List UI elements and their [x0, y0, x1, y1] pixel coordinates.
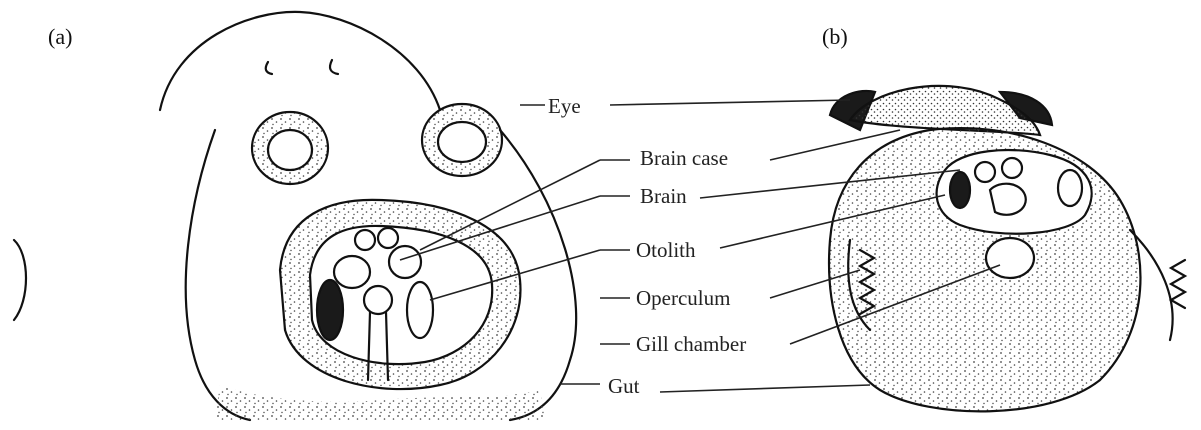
- panel-label-a: (a): [48, 24, 72, 50]
- body-left-side: [186, 130, 250, 420]
- otolith-b-left: [950, 172, 970, 208]
- operculum-teeth-right: [1171, 260, 1185, 308]
- label-operculum: Operculum: [636, 288, 730, 309]
- label-eye: Eye: [548, 96, 581, 117]
- panel-a-drawing: [14, 12, 576, 420]
- label-brain-case: Brain case: [640, 148, 728, 169]
- label-otolith: Otolith: [636, 240, 696, 261]
- label-brain: Brain: [640, 186, 687, 207]
- otolith-left: [317, 280, 343, 340]
- gut-region: [215, 385, 545, 420]
- label-gut: Gut: [608, 376, 640, 397]
- panel-label-b: (b): [822, 24, 848, 50]
- head-outline: [160, 12, 440, 110]
- label-gill-chamber: Gill chamber: [636, 334, 746, 355]
- top-eye-left-mark: [266, 62, 272, 74]
- gill-chamber-b: [986, 238, 1034, 278]
- top-eye-right-mark: [330, 60, 338, 74]
